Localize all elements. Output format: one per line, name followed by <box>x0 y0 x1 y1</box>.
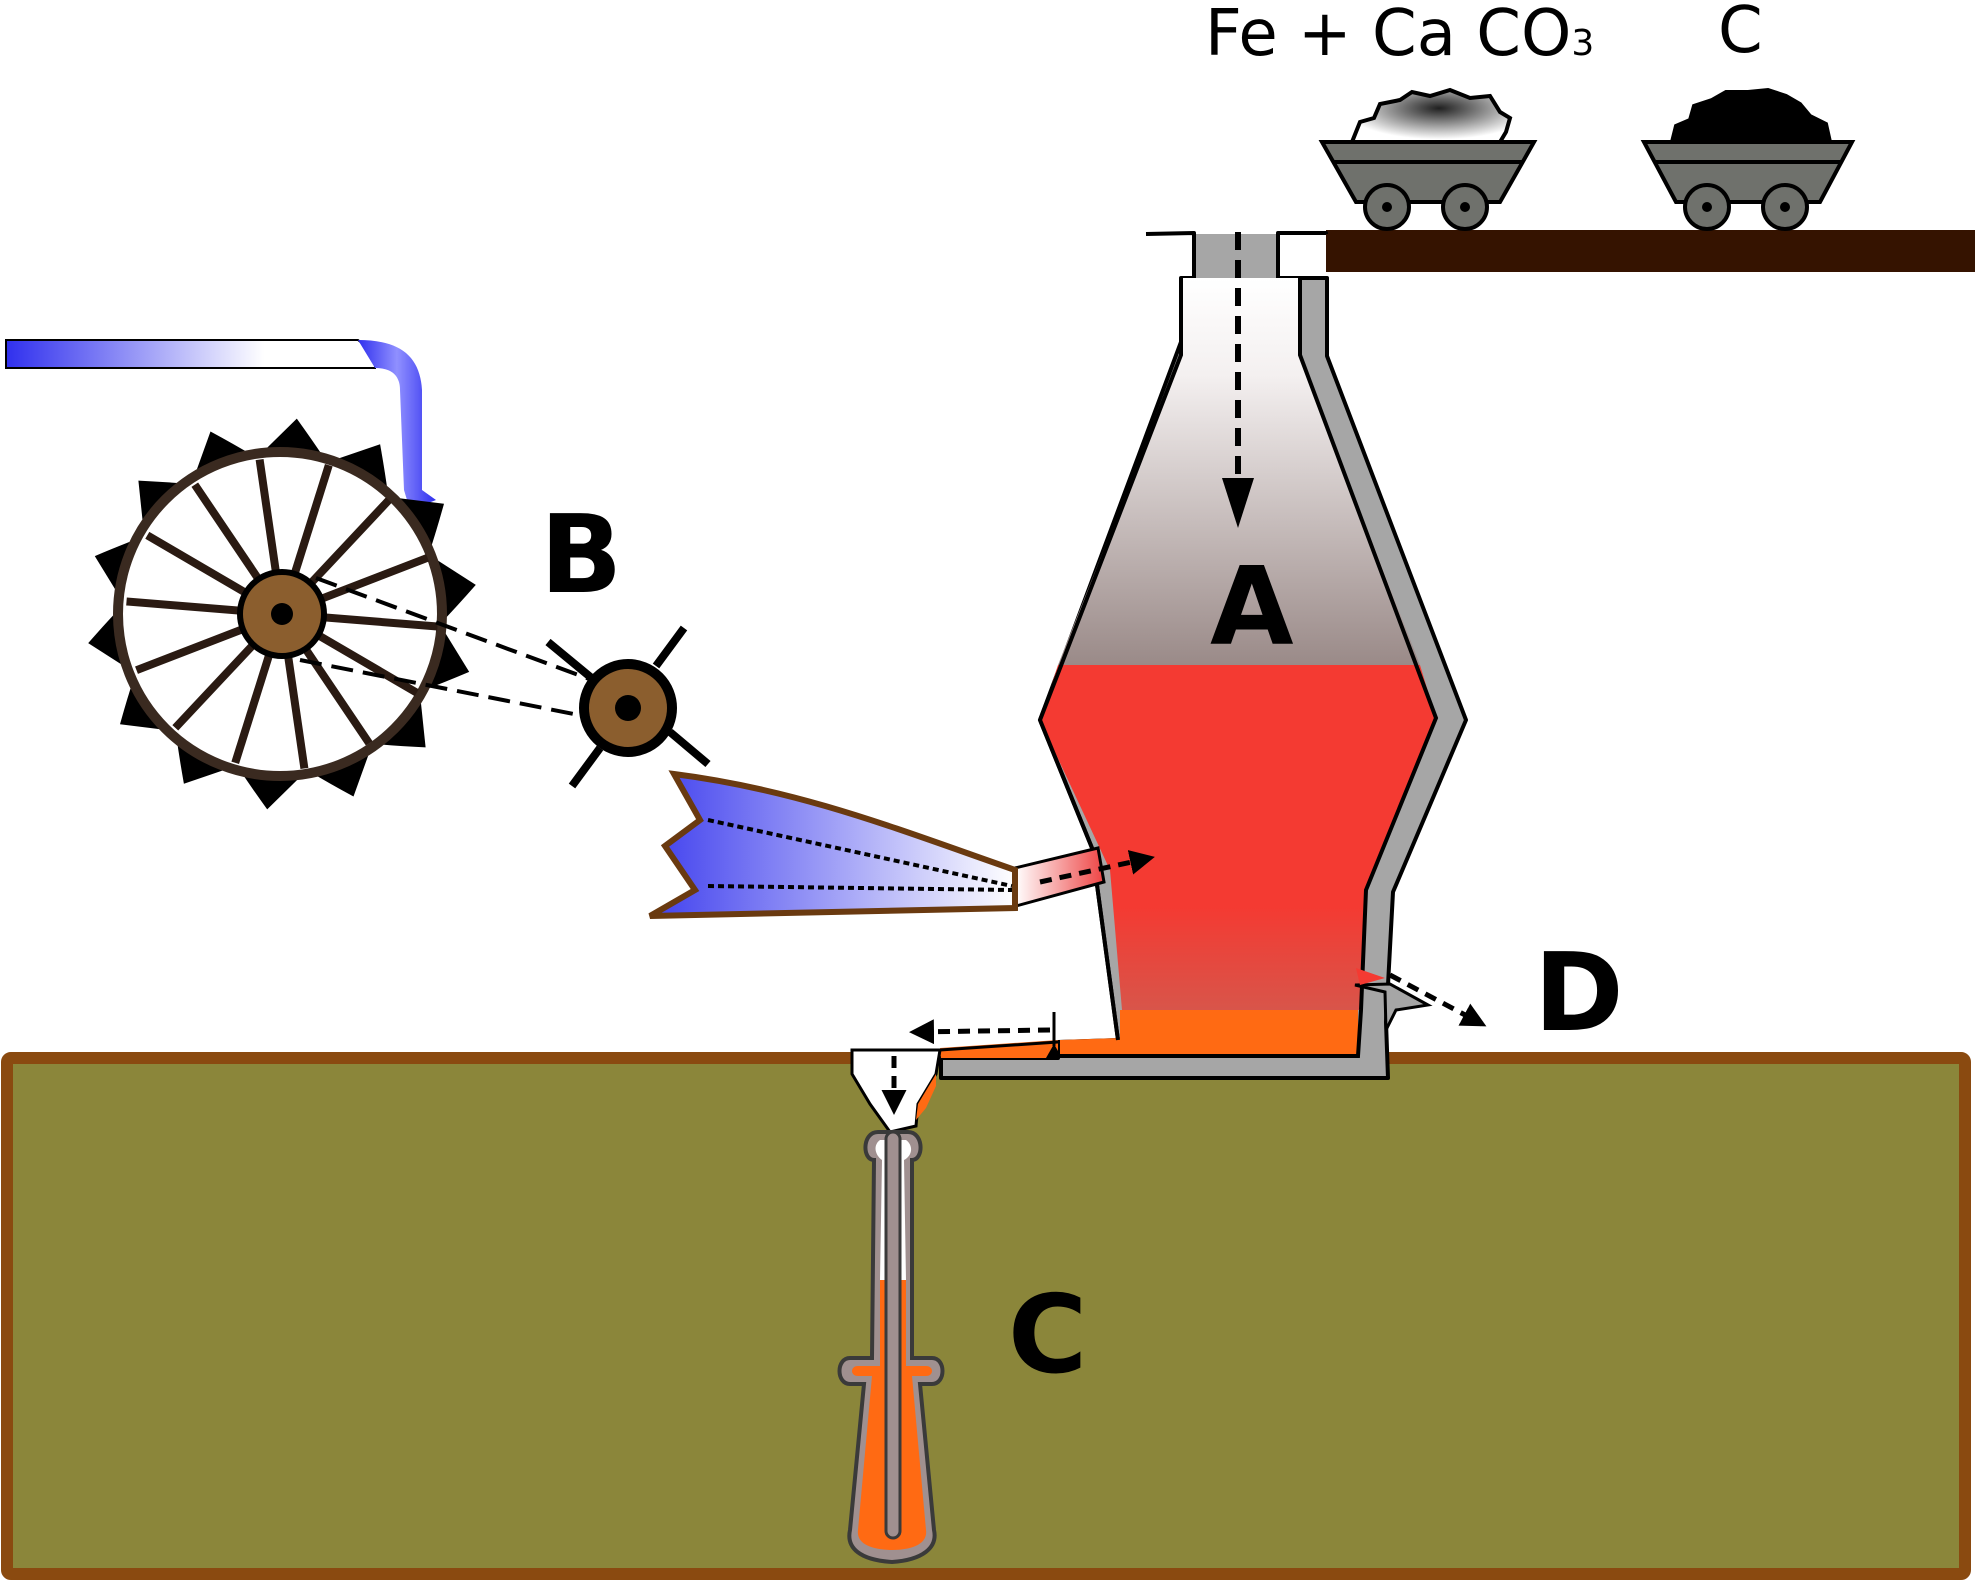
ore-pile <box>1349 87 1513 144</box>
ore-cart-body <box>1318 140 1538 204</box>
label-mould: C <box>1008 1273 1087 1398</box>
molten-iron-pool <box>1060 1010 1358 1056</box>
drive-belt-lower <box>299 658 585 718</box>
label-slag: D <box>1534 931 1624 1056</box>
bellows-rope-upper <box>707 818 1013 888</box>
water-flume <box>5 339 376 369</box>
ground <box>1 1052 1971 1580</box>
tap-arrow <box>909 1019 1051 1045</box>
coal-pile <box>1669 87 1833 144</box>
slag-notch <box>1354 982 1433 1031</box>
furnace-molten-zone <box>1040 665 1436 1010</box>
water-wheel <box>88 418 476 810</box>
fuel-cart-body <box>1640 140 1856 204</box>
bellows <box>648 770 1018 919</box>
fuel-cart <box>1640 87 1856 231</box>
water-stream <box>358 340 436 510</box>
label-furnace: A <box>1210 545 1294 670</box>
cam-gear <box>545 625 711 789</box>
charging-platform <box>1326 230 1975 272</box>
mould-core-rod <box>884 1130 902 1540</box>
ore-cart <box>1318 87 1538 231</box>
label-bellows: B <box>540 493 622 618</box>
bellows-rope-lower <box>707 884 1013 892</box>
ore-formula: Fe + Ca CO3 <box>1205 0 1594 71</box>
drive-belt-upper <box>315 576 593 682</box>
fuel-formula: C <box>1718 0 1763 68</box>
slag-arrow <box>1388 972 1487 1027</box>
